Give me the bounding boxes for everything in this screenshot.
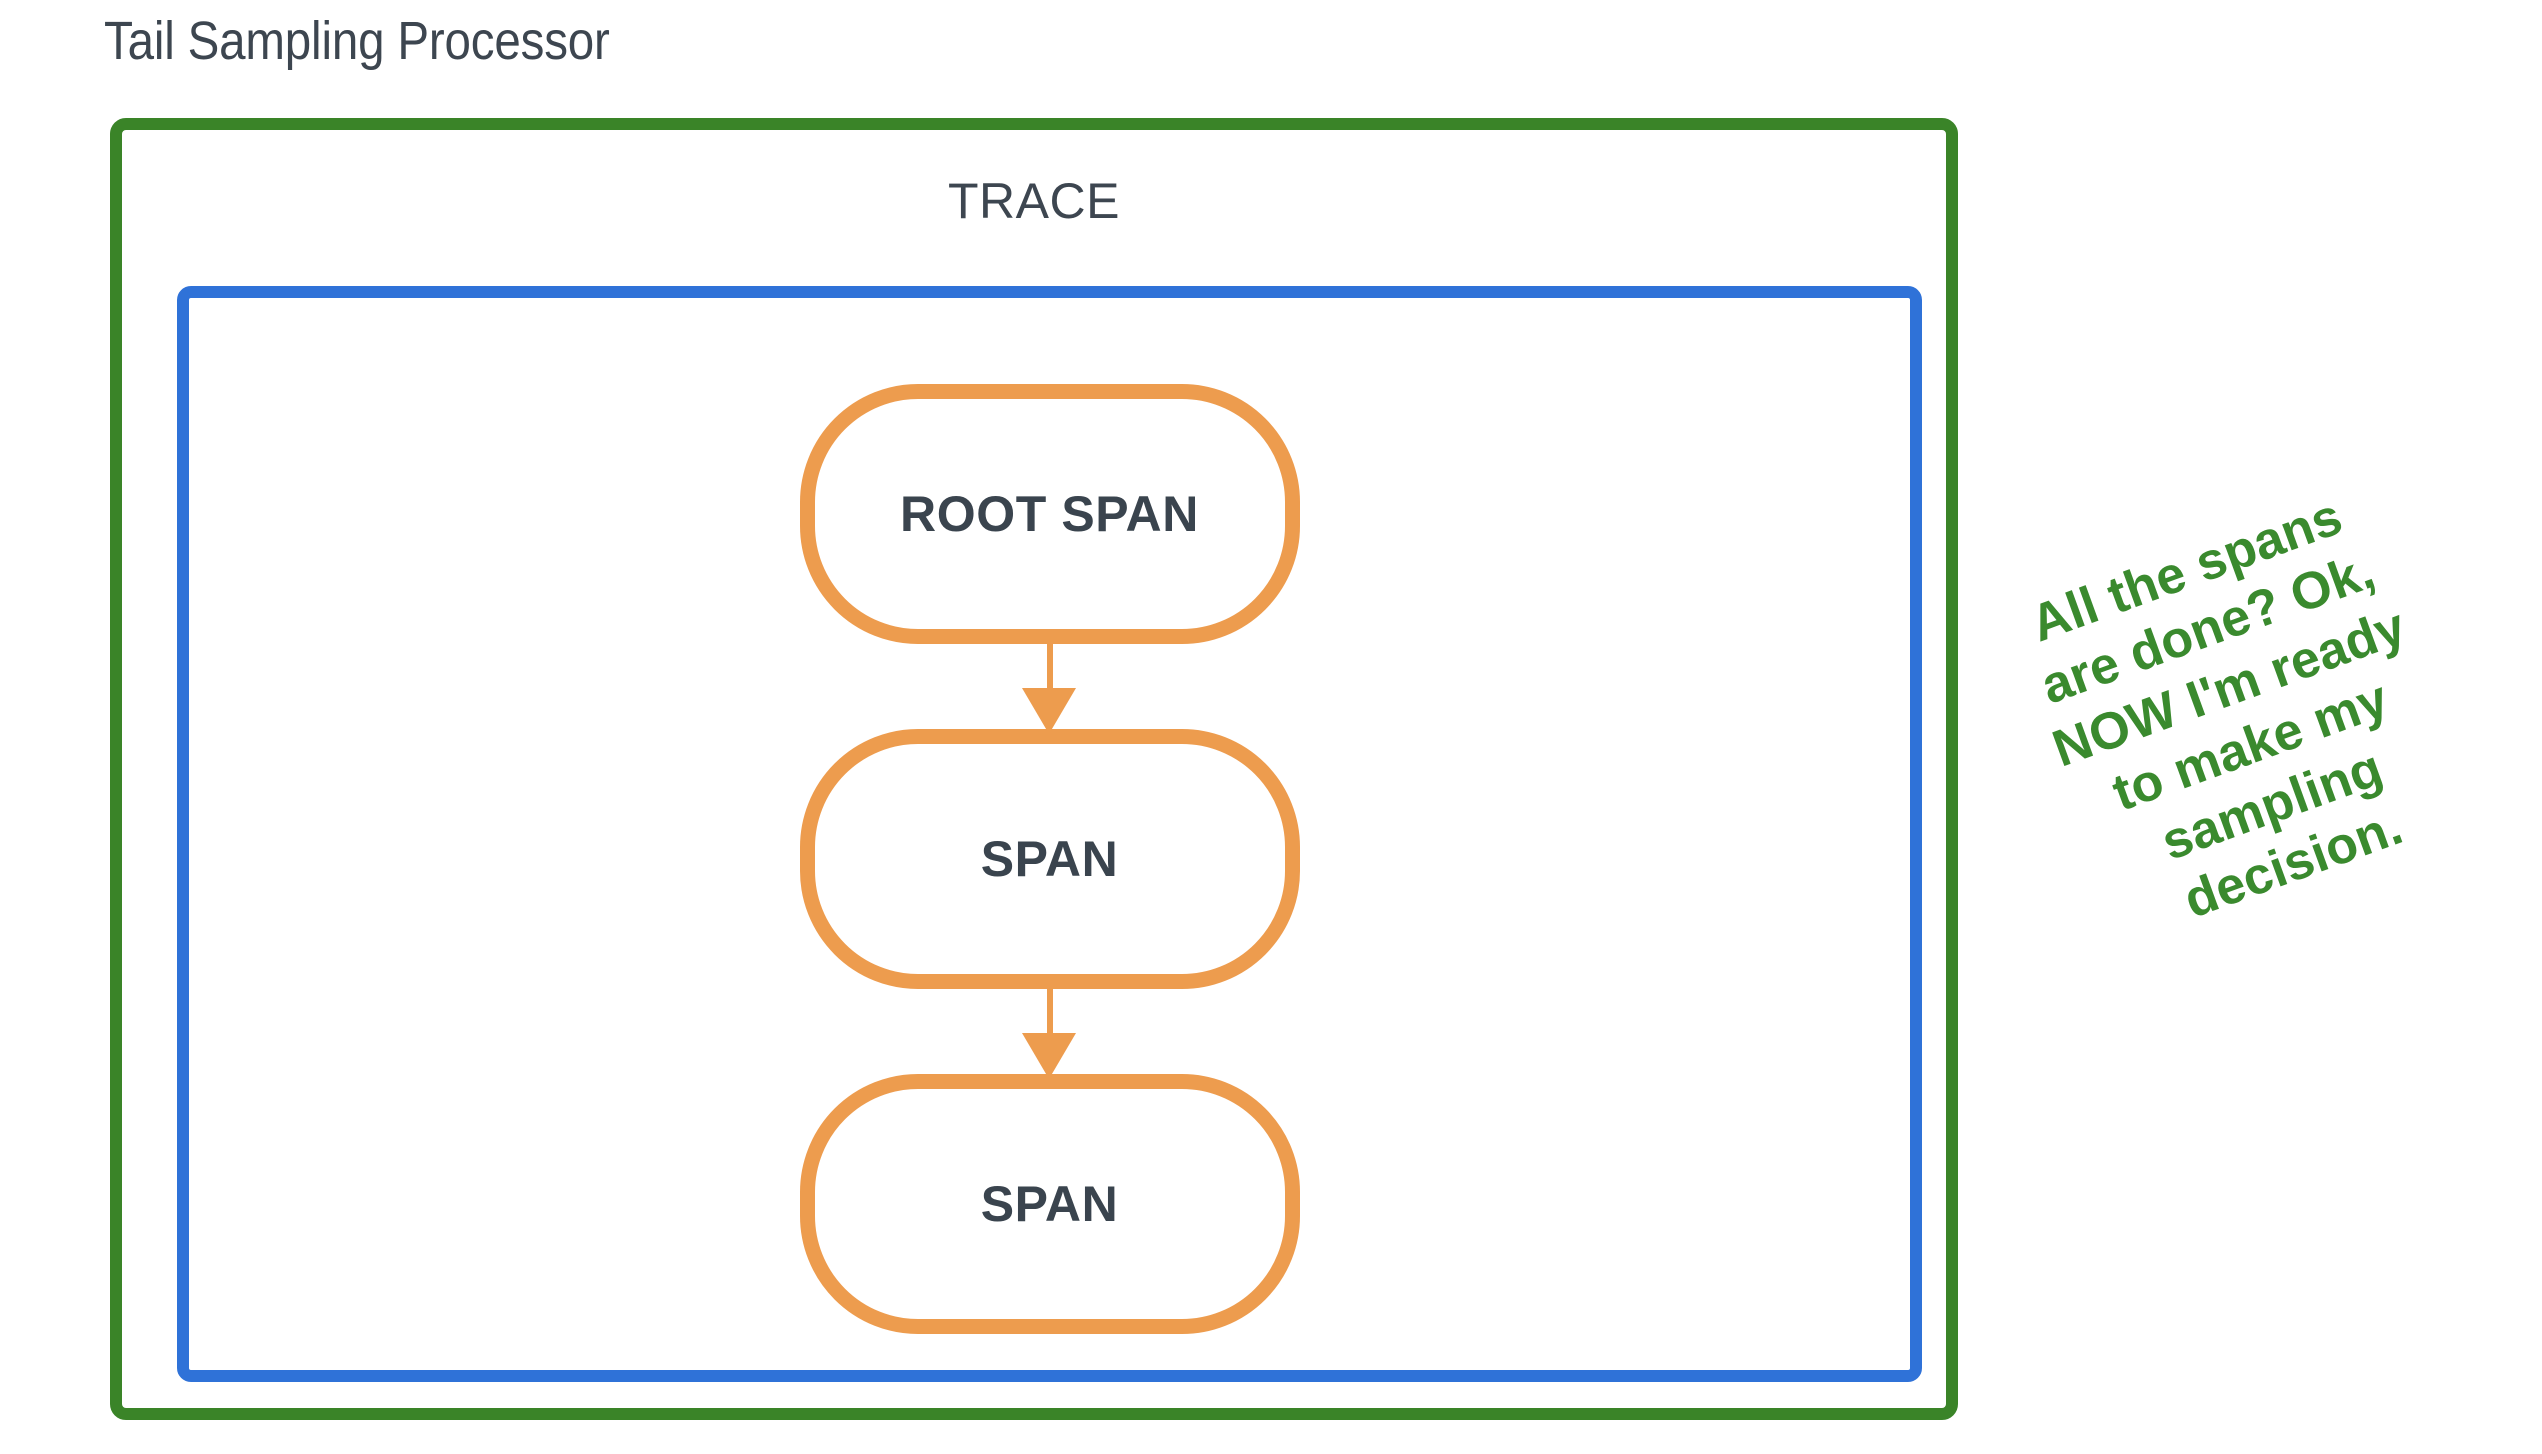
span-node-root[interactable]: ROOT SPAN — [799, 384, 1300, 644]
annotation-note: All the spans are done? Ok, NOW I'm read… — [1955, 461, 2525, 974]
arrow-shaft — [1046, 644, 1053, 696]
trace-label: TRACE — [948, 173, 1120, 229]
trace-container: ROOT SPAN SPAN SPAN — [177, 286, 1922, 1382]
arrow-shaft — [1046, 989, 1053, 1041]
processor-container: TRACE ROOT SPAN SPAN — [110, 118, 1958, 1420]
arrow-head — [1021, 1033, 1076, 1079]
arrow-head — [1021, 688, 1076, 734]
page-title: Tail Sampling Processor — [104, 11, 610, 71]
span-node-1[interactable]: SPAN — [799, 729, 1300, 989]
arrow-down-icon — [1021, 644, 1076, 734]
span-node-label: SPAN — [980, 831, 1119, 887]
span-stack: ROOT SPAN SPAN SPAN — [189, 298, 1910, 1370]
span-node-label: SPAN — [980, 1176, 1119, 1232]
arrow-down-icon — [1021, 989, 1076, 1079]
span-node-2[interactable]: SPAN — [799, 1074, 1300, 1334]
span-node-label: ROOT SPAN — [900, 486, 1199, 542]
